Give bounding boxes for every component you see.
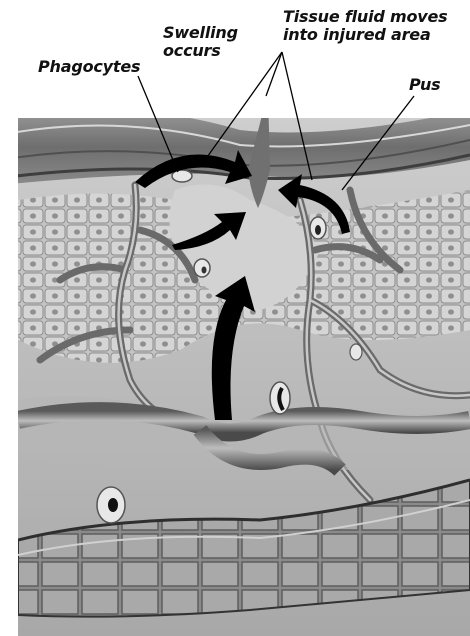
inflammation-illustration bbox=[0, 0, 470, 636]
